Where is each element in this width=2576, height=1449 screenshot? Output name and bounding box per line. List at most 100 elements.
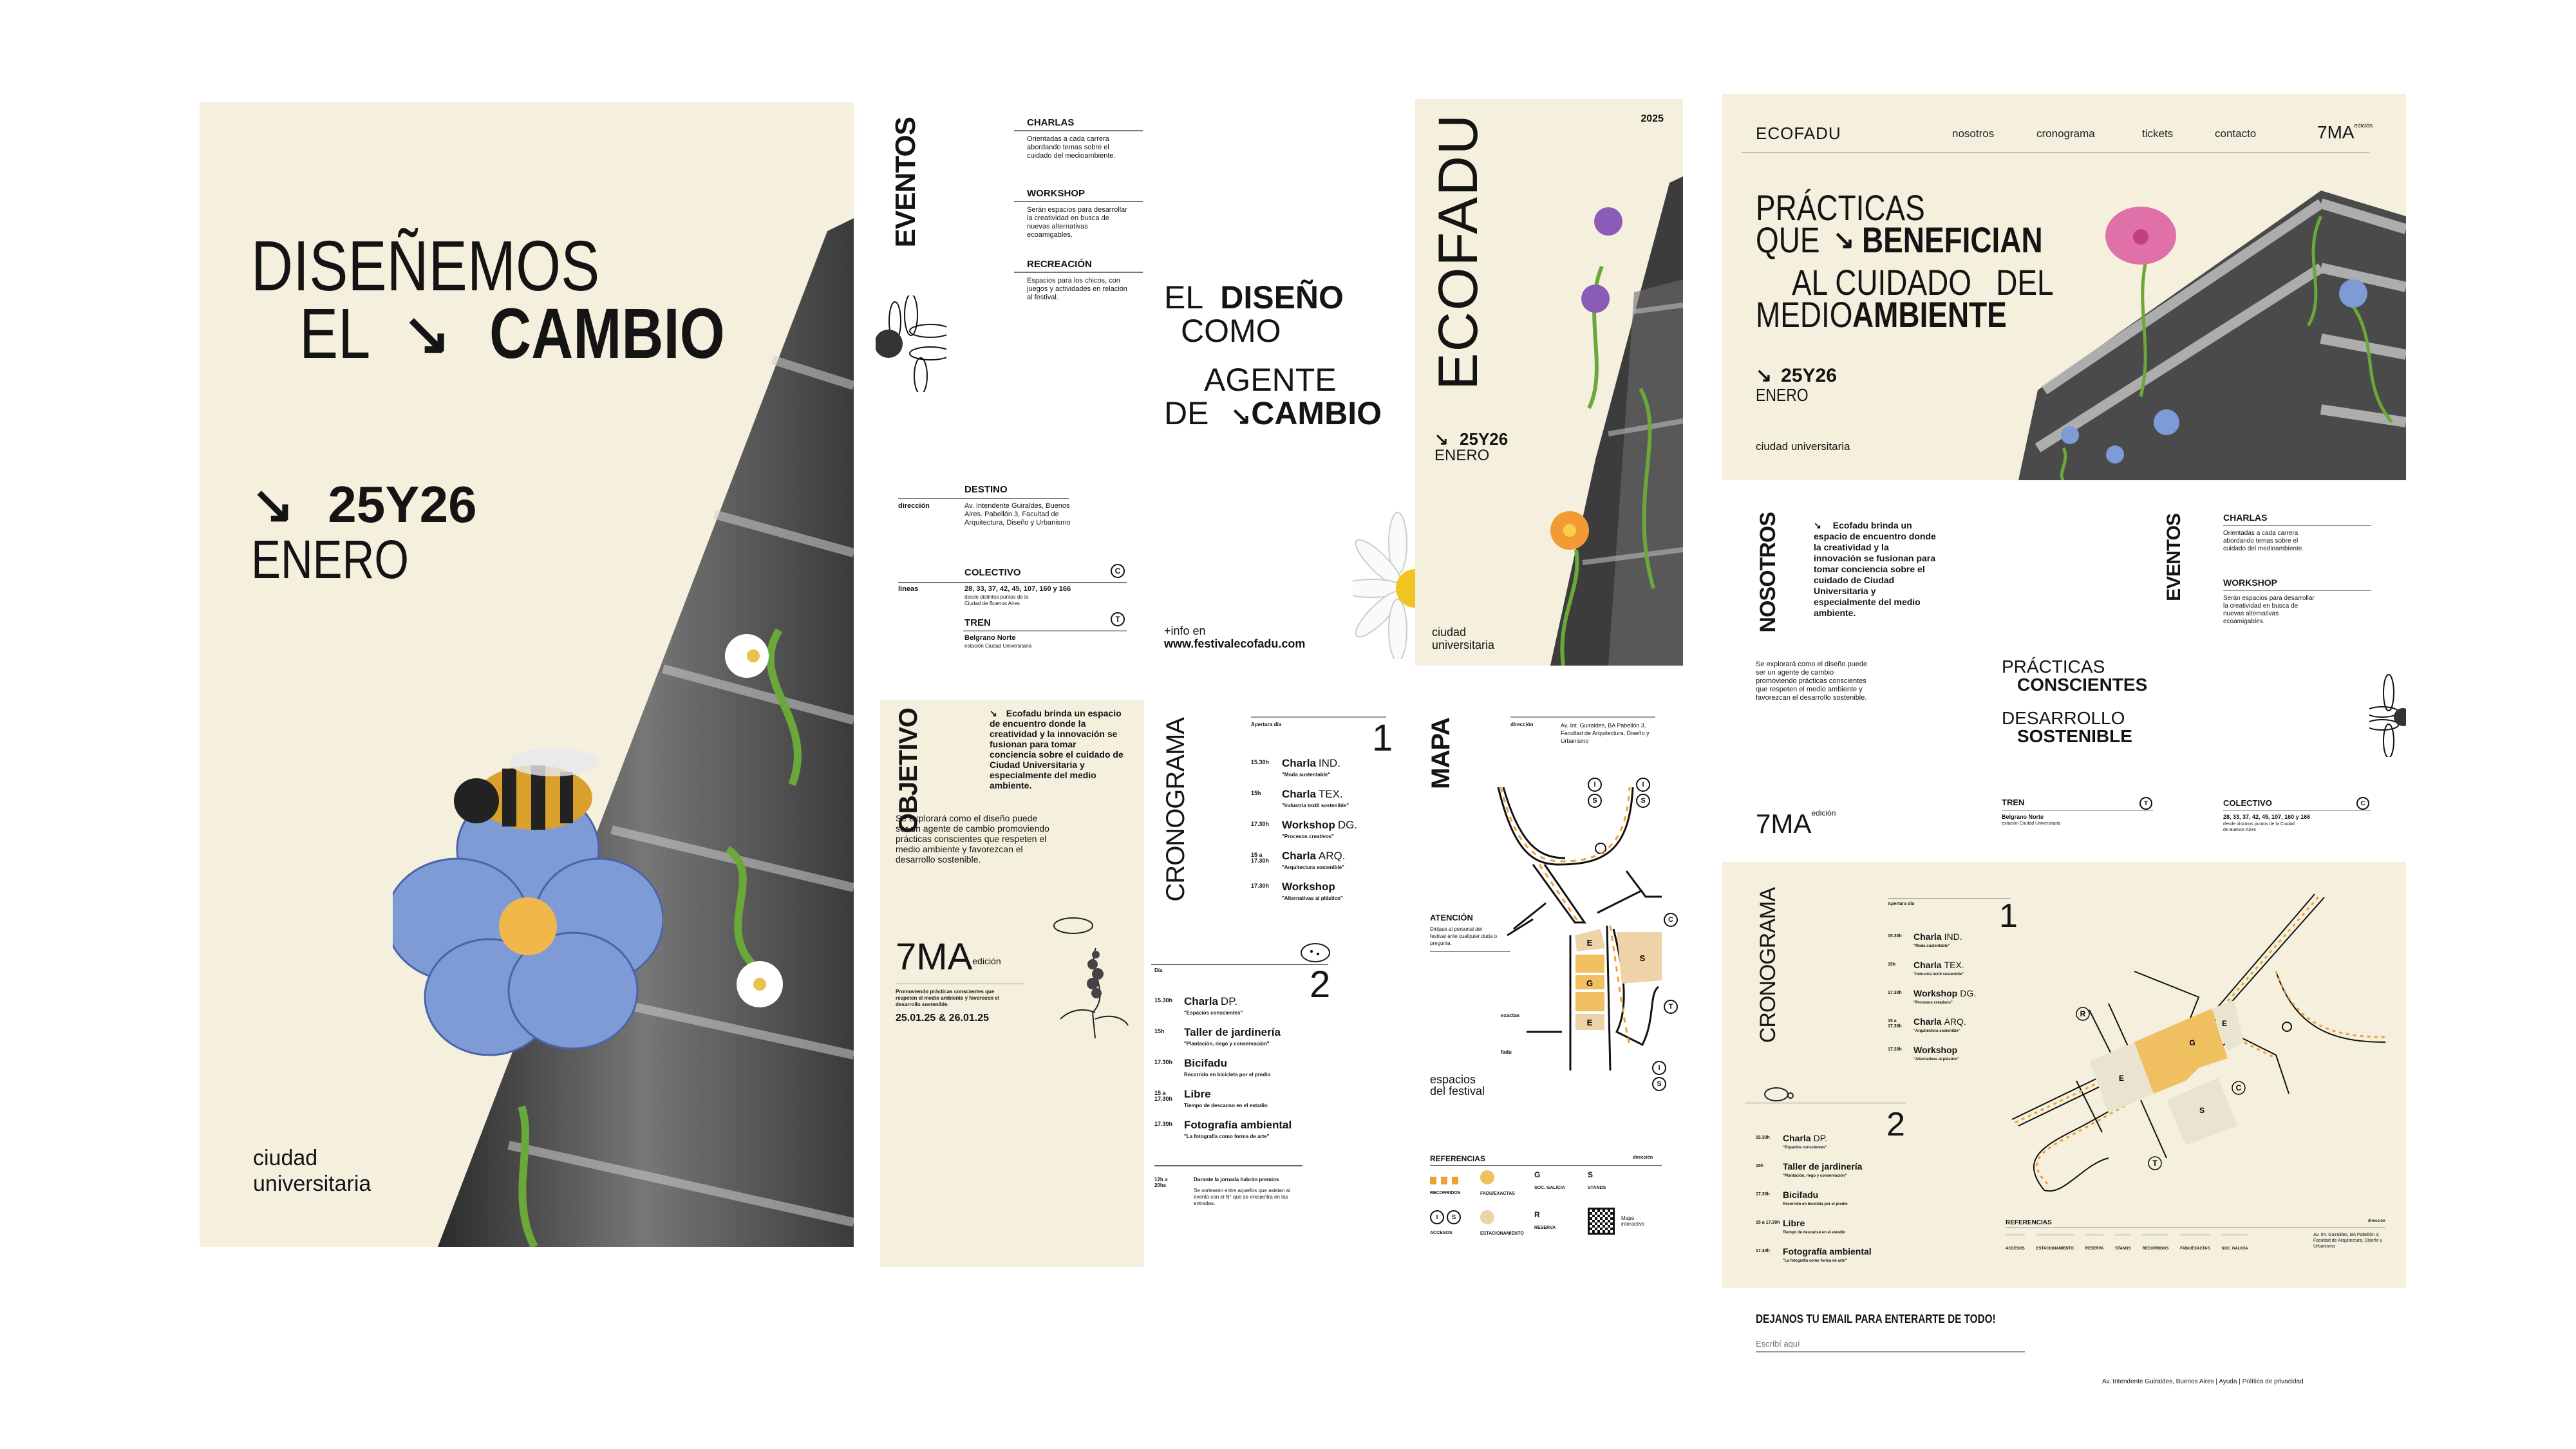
day2-number: 2 [1310, 964, 1331, 1005]
legend-symbol: S [1588, 1170, 1594, 1179]
mapa-panel: MAPA dirección Av. Int. Guiraldes, BA Pa… [1420, 710, 1684, 1267]
objetivo-text-2: Se explorará como el diseño puede ser un… [896, 813, 1049, 865]
map-label-r: R [2080, 1009, 2086, 1018]
nav-link-cronograma[interactable]: cronograma [2036, 127, 2095, 140]
colectivo-text: desde distintos puntos de la Ciudad de B… [964, 594, 1029, 606]
website-footer: DEJANOS TU EMAIL PARA ENTERARTE DE TODO!… [1722, 1288, 2406, 1410]
train-icon: T [1664, 1000, 1678, 1014]
schedule-time: 17.30h [1251, 883, 1270, 889]
poster-month: ENERO [1434, 447, 1490, 464]
schedule-time: 15h [1888, 962, 1896, 967]
poster-date: 25Y26 [1460, 429, 1509, 449]
spaces-label-2: del festival [1430, 1085, 1485, 1098]
ladybug-sketch-icon [1301, 943, 1330, 962]
schedule-title-bold: Charla [1913, 960, 1942, 970]
website-hero: ECOFADU nosotros cronograma tickets cont… [1722, 94, 2406, 480]
schedule-title-light: TEX. [1318, 788, 1343, 800]
schedule-title: Libre [1184, 1088, 1214, 1101]
nav-link-tickets[interactable]: tickets [2142, 127, 2174, 140]
schedule-title-light: IND. [1944, 931, 1962, 942]
schedule-time: 15h [1154, 1028, 1165, 1034]
site-logo[interactable]: ECOFADU [1756, 124, 1841, 143]
headline-el: EL [299, 294, 371, 373]
schedule-title-light: DG. [1960, 988, 1977, 998]
colectivo-lines: 28, 33, 37, 42, 45, 107, 160 y 166 [964, 585, 1071, 593]
festival-map[interactable]: E G E S [1494, 774, 1662, 1070]
event-title: WORKSHOP [1027, 188, 1085, 199]
footer-help-link[interactable]: Ayuda [2219, 1378, 2237, 1385]
schedule-title-light: DG. [1337, 819, 1358, 831]
map-label-exactas: exactas [1501, 1013, 1520, 1018]
access-icon: I [1588, 778, 1602, 792]
schedule-subtitle: "Espacios conscientes" [1783, 1146, 1827, 1150]
train-icon: T [2139, 797, 2152, 810]
destino-label: dirección [898, 502, 930, 510]
cronograma-title: CRONOGRAMA [1756, 888, 1780, 1043]
schedule-time: 15 a 17.30h [1756, 1220, 1780, 1225]
spaces-label-1: espacios [1430, 1073, 1476, 1086]
legend-stands: S STANDS [1588, 1170, 1606, 1190]
info-prefix: +info en [1164, 624, 1206, 637]
hero-medio: MEDIO [1756, 294, 1853, 335]
footer-privacy-link[interactable]: Política de privacidad [2242, 1378, 2304, 1385]
schedule-subtitle: Tiempo de descanso en el estadio [1783, 1231, 1846, 1235]
tren-line: Belgrano Norte [964, 634, 1016, 642]
building-illustration [2018, 191, 2406, 480]
schedule-title-bold: Charla [1184, 995, 1218, 1007]
headline-line-1: DISEÑEMOS [251, 227, 600, 306]
legend-symbol: R [1534, 1210, 1540, 1219]
legend-item: FADU/EXACTAS [2180, 1235, 2210, 1258]
event-title: WORKSHOP [2223, 577, 2277, 588]
stands-access-icon: S [1588, 794, 1602, 808]
schedule-title-bold: Bicifadu [1184, 1057, 1228, 1069]
edition-number: 7MA [2317, 122, 2355, 142]
festival-map-web[interactable]: E G E S R C T [2006, 888, 2405, 1210]
legend-label: RECORRIDOS [1430, 1191, 1461, 1195]
info-url-link[interactable]: www.festivalecofadu.com [1164, 637, 1306, 650]
schedule-title-bold: Charla [1282, 757, 1316, 769]
map-label-s: S [1640, 953, 1646, 963]
schedule-time: 17.30h [1154, 1121, 1173, 1127]
bus-icon: C [2356, 797, 2369, 810]
schedule-subtitle: "Moda sustentable" [1913, 944, 1950, 948]
legend-symbol: G [1534, 1170, 1541, 1179]
arrow-down-right-icon: ↘ [1833, 226, 1855, 254]
schedule-title-bold: Workshop [1282, 881, 1335, 893]
website-nosotros: NOSOTROS ↘Ecofadu brinda un espacio de e… [1722, 480, 2406, 862]
legend-parking: ESTACIONAMIENTO [1480, 1210, 1524, 1236]
schedule-title-bold: Charla [1913, 931, 1942, 942]
legend-qr[interactable]: Mapa interactivo [1588, 1208, 1653, 1235]
slogan-agente: AGENTE [1204, 362, 1337, 398]
poster-month: ENERO [251, 529, 409, 590]
legend-item: ESTACIONAMIENTO [2036, 1235, 2074, 1258]
edition-number: 7MA [896, 936, 973, 978]
legend-label: STANDS [1588, 1186, 1606, 1190]
access-icon: I [1636, 778, 1650, 792]
edition-label: edición [972, 956, 1001, 966]
references-title: REFERENCIAS [1430, 1154, 1486, 1163]
poster-place-1: ciudad [1432, 626, 1467, 639]
day1-label: Apertura día [1888, 902, 1915, 906]
newsletter-email-input[interactable] [1756, 1336, 2025, 1352]
prizes-time: 12h a 20hs [1154, 1177, 1168, 1188]
schedule-time: 17.30h [1888, 1047, 1902, 1052]
map-label-s: S [2199, 1106, 2205, 1115]
day1-label: Apertura día [1251, 722, 1282, 727]
references-title: REFERENCIAS [2006, 1219, 2052, 1226]
day2-number: 2 [1886, 1106, 1905, 1143]
nav-link-nosotros[interactable]: nosotros [1952, 127, 1995, 140]
qr-code-icon[interactable] [1588, 1208, 1615, 1235]
arrow-down-right-icon: ↘ [402, 302, 451, 366]
schedule-title-bold: Taller de jardinería [1184, 1026, 1281, 1038]
schedule-subtitle: "La fotografía como forma de arte" [1783, 1259, 1847, 1263]
schedule-title: Fotografía ambiental [1783, 1246, 1874, 1257]
objetivo-tagline: Promoviendo prácticas conscientes que re… [896, 989, 999, 1007]
nav-link-contacto[interactable]: contacto [2215, 127, 2257, 140]
bee-illustration [454, 748, 599, 830]
